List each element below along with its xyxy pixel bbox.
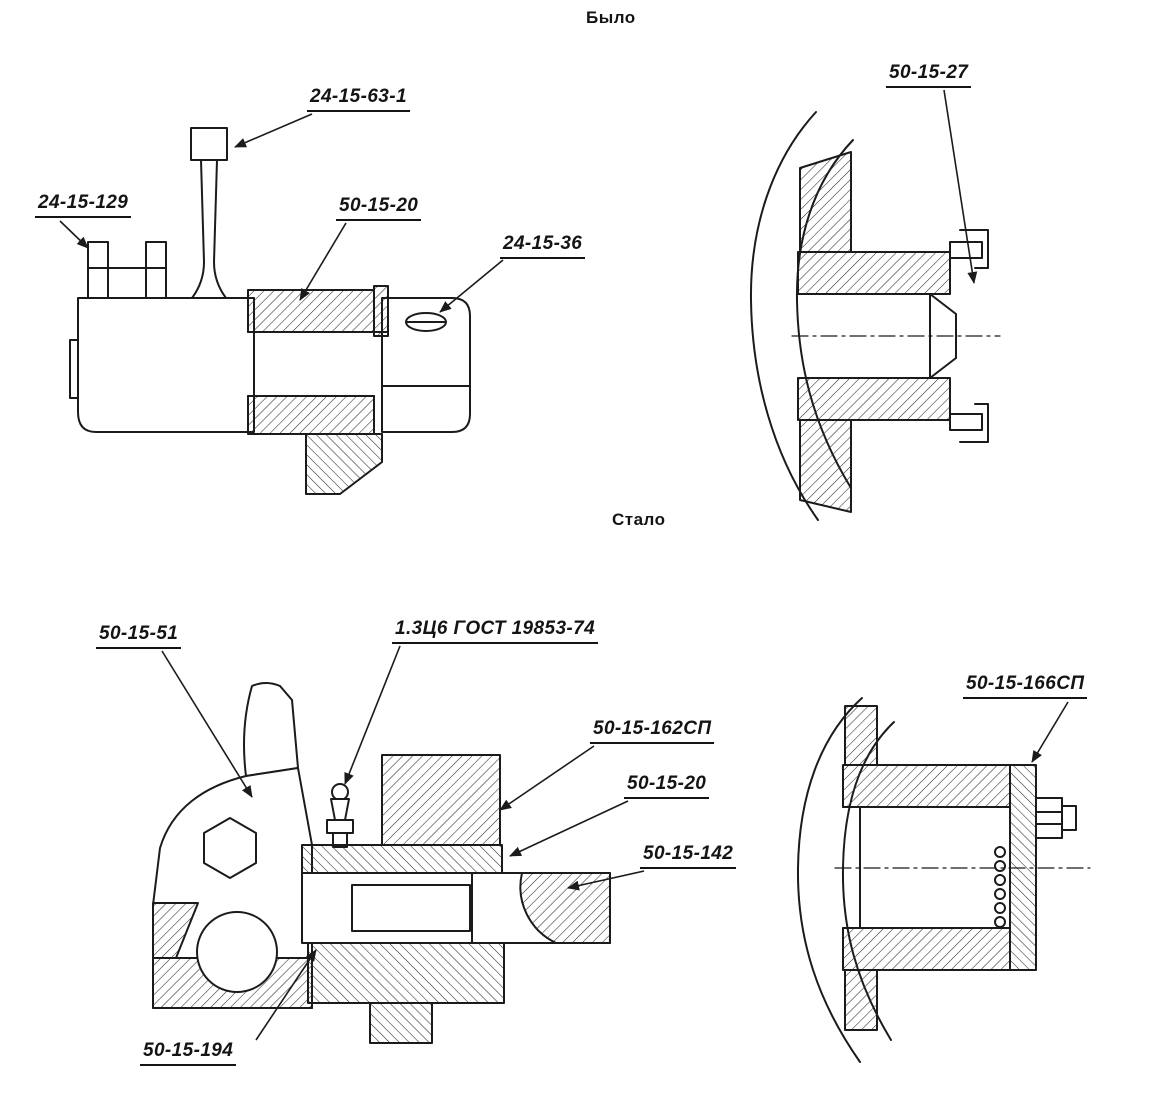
part-label-pin-50-15-194: 50-15-194: [140, 1040, 237, 1066]
drawing-lever-after: [152, 682, 611, 1044]
leader-lines: [59, 89, 1069, 1041]
part-label-cap-24-15-36: 24-15-36: [500, 233, 586, 259]
drawing-lever-before: [69, 127, 471, 495]
part-label-shaft-50-15-142: 50-15-142: [640, 843, 737, 869]
part-label-lever-50-15-51: 50-15-51: [96, 623, 182, 649]
drawing-hub-before: [749, 111, 1001, 521]
part-label-grease-fitting-gost: 1.3Ц6 ГОСТ 19853-74: [392, 618, 599, 644]
part-label-assembly-50-15-166sp: 50-15-166СП: [963, 673, 1088, 699]
part-label-rod-24-15-63-1: 24-15-63-1: [307, 86, 410, 112]
drawing-hub-after: [796, 697, 1091, 1063]
part-label-seal-50-15-27: 50-15-27: [886, 62, 972, 88]
part-label-bushing-before-50-15-20: 50-15-20: [336, 195, 422, 221]
section-title-after: Стало: [612, 510, 666, 529]
part-label-bushing-after-50-15-20: 50-15-20: [624, 773, 710, 799]
section-title-before: Было: [586, 8, 636, 27]
part-label-fork-24-15-129: 24-15-129: [35, 192, 132, 218]
part-label-assembly-50-15-162sp: 50-15-162СП: [590, 718, 715, 744]
